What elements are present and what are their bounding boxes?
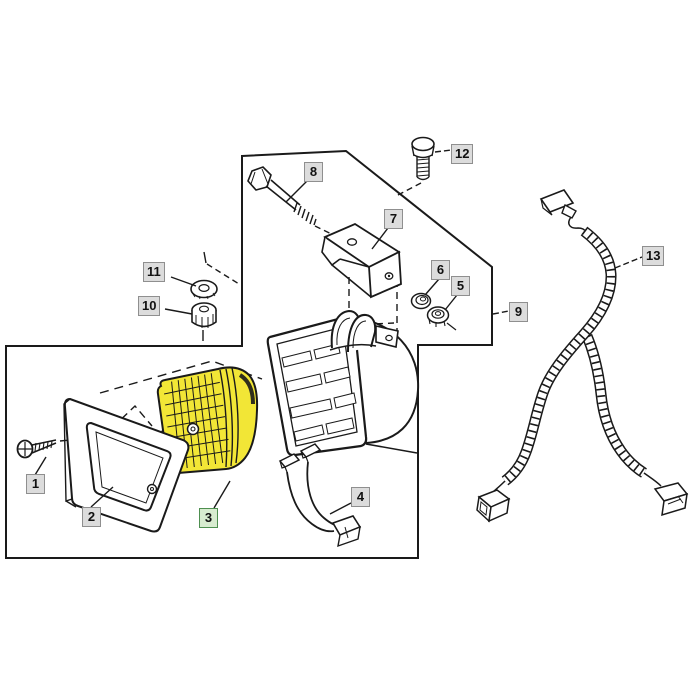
callout-2[interactable]: 2 — [82, 507, 101, 527]
part-bolt-12[interactable] — [411, 136, 435, 181]
part-bezel-2[interactable] — [63, 397, 200, 533]
callout-5[interactable]: 5 — [451, 276, 470, 296]
callout-9[interactable]: 9 — [509, 302, 528, 322]
callout-1[interactable]: 1 — [26, 474, 45, 494]
part-washer-6[interactable] — [410, 292, 432, 310]
callout-7[interactable]: 7 — [384, 209, 403, 229]
part-bracket-7[interactable] — [321, 222, 402, 299]
lens-ridges — [219, 367, 239, 468]
callout-11[interactable]: 11 — [143, 262, 165, 282]
part-bolt-8[interactable] — [247, 166, 317, 226]
part-housing[interactable] — [266, 309, 420, 457]
harness-branch-right — [581, 333, 662, 487]
housing-strap — [329, 309, 399, 353]
part-nut-10[interactable] — [191, 302, 217, 328]
bolt-12-threads — [416, 158, 430, 177]
callout-12[interactable]: 12 — [451, 144, 474, 164]
callout-13[interactable]: 13 — [642, 246, 665, 266]
callout-8[interactable]: 8 — [304, 162, 323, 182]
harness-connector-right — [653, 482, 689, 517]
part-pigtail-4[interactable] — [278, 443, 362, 548]
part-harness-13[interactable] — [476, 189, 689, 523]
callout-6[interactable]: 6 — [431, 260, 450, 280]
callout-4[interactable]: 4 — [351, 487, 370, 507]
outline-box — [5, 149, 493, 559]
lens-grid — [163, 373, 231, 470]
part-washer-11[interactable] — [190, 279, 218, 300]
harness-connector-left — [476, 489, 511, 523]
part-screw-1[interactable] — [16, 439, 57, 459]
bolt-8-threads — [293, 202, 317, 226]
callout-10[interactable]: 10 — [138, 296, 161, 316]
leader-lines — [34, 180, 458, 515]
callout-3[interactable]: 3 — [199, 508, 218, 528]
part-nut-5[interactable] — [426, 306, 457, 331]
screw-1-threads — [34, 440, 53, 452]
